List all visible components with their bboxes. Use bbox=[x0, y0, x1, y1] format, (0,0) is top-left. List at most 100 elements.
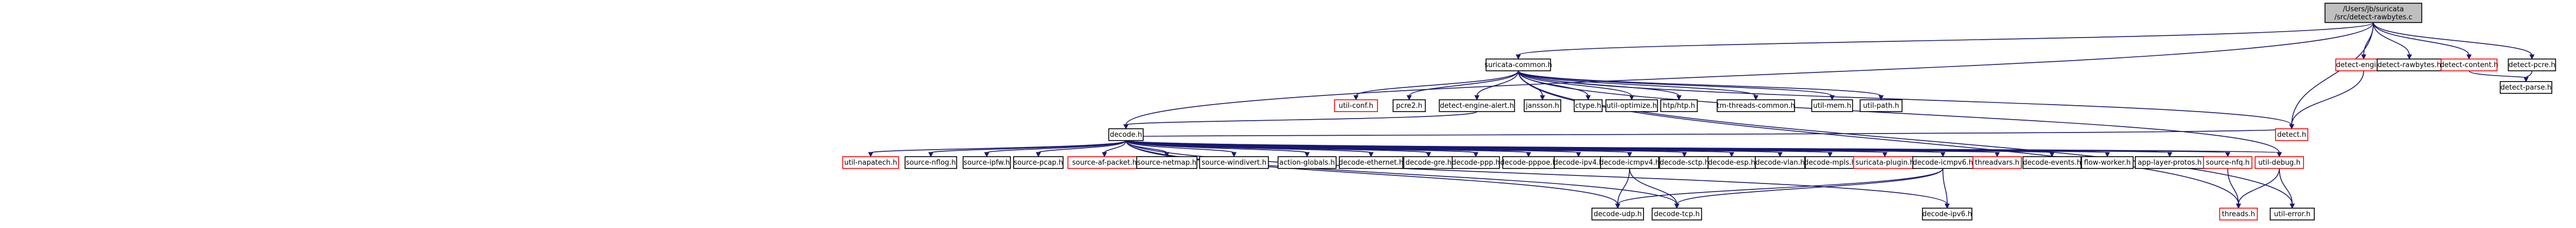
node-label: decode-esp.h bbox=[1708, 159, 1755, 167]
node-decode-ipv6[interactable]: decode-ipv6.h bbox=[1922, 208, 1972, 220]
node-decode[interactable]: decode.h bbox=[1108, 128, 1144, 141]
node-decode-vlan[interactable]: decode-vlan.h bbox=[1755, 156, 1805, 169]
node-box bbox=[1591, 208, 1644, 220]
arrowhead bbox=[1368, 152, 1374, 158]
node-root[interactable]: /Users/jb/suricata /src/detect-rawbytes.… bbox=[2324, 3, 2422, 23]
node-util-error[interactable]: util-error.h bbox=[2270, 208, 2315, 220]
arrowhead bbox=[2361, 54, 2366, 60]
node-source-nfq[interactable]: source-nfq.h bbox=[2203, 156, 2252, 169]
node-util-optimize[interactable]: util-optimize.h bbox=[1605, 99, 1658, 112]
edge-decode-to-util_debug bbox=[1125, 140, 2280, 153]
arrowhead bbox=[1304, 152, 1310, 158]
node-box bbox=[963, 156, 1011, 169]
node-label: util-napatech.h bbox=[844, 159, 898, 167]
node-label: decode-sctp.h bbox=[1660, 159, 1709, 167]
node-label: threadvars.h bbox=[1975, 159, 2020, 167]
arrowhead bbox=[2523, 77, 2529, 83]
edge-root-to-detect_content bbox=[2373, 22, 2470, 56]
node-box bbox=[2270, 208, 2315, 220]
node-box bbox=[1486, 58, 1551, 71]
edge-util_debug-to-threads bbox=[2238, 168, 2280, 205]
node-box bbox=[2500, 81, 2552, 94]
node-app-layer-protos[interactable]: app-layer-protos.h bbox=[2135, 156, 2205, 169]
node-box bbox=[1393, 99, 1426, 112]
edge-decode_icmpv6-to-decode_ipv6 bbox=[1942, 168, 1948, 205]
node-box bbox=[1755, 156, 1805, 169]
node-suricata-plugin[interactable]: suricata-plugin.h bbox=[1853, 156, 1917, 169]
node-detect[interactable]: detect.h bbox=[2275, 128, 2308, 141]
node-box bbox=[1452, 156, 1500, 169]
arrowhead bbox=[2289, 124, 2294, 130]
node-box bbox=[1574, 99, 1603, 112]
edge-decode-to-decode_ipv6 bbox=[1125, 140, 1948, 205]
node-box bbox=[1524, 99, 1561, 112]
node-decode-icmpv4[interactable]: decode-icmpv4.h bbox=[1599, 156, 1660, 169]
node-label: decode-pppoe.h bbox=[1500, 159, 1556, 167]
arrowhead bbox=[1829, 95, 1835, 101]
arrowhead bbox=[1940, 152, 1946, 158]
arrowhead bbox=[2049, 152, 2055, 158]
node-htp[interactable]: htp/htp.h bbox=[1660, 99, 1698, 112]
node-decode-sctp[interactable]: decode-sctp.h bbox=[1659, 156, 1710, 169]
arrowhead bbox=[1102, 152, 1107, 158]
edge-decode-to-source_ipfw bbox=[986, 140, 1126, 153]
node-box bbox=[1860, 99, 1903, 112]
node-box bbox=[2203, 156, 2252, 169]
node-detect-content[interactable]: detect-content.h bbox=[2440, 58, 2498, 71]
arrowhead bbox=[1676, 95, 1682, 101]
node-box bbox=[2081, 156, 2134, 169]
node-decode-gre[interactable]: decode-gre.h bbox=[1403, 156, 1454, 169]
node-decode-icmpv6[interactable]: decode-icmpv6.h bbox=[1912, 156, 1974, 169]
node-util-path[interactable]: util-path.h bbox=[1860, 99, 1903, 112]
node-source-ipfw[interactable]: source-ipfw.h bbox=[963, 156, 1011, 169]
arrowhead bbox=[2407, 54, 2412, 60]
node-util-mem[interactable]: util-mem.h bbox=[1811, 99, 1853, 112]
node-threadvars[interactable]: threadvars.h bbox=[1972, 156, 2022, 169]
edge-decode-to-source_windivert bbox=[1125, 140, 1235, 153]
node-decode-events[interactable]: decode-events.h bbox=[2022, 156, 2082, 169]
node-source-af-packet[interactable]: source-af-packet.h bbox=[1067, 156, 1142, 169]
node-box bbox=[2275, 128, 2308, 141]
node-tm-threads-common[interactable]: tm-threads-common.h bbox=[1717, 99, 1795, 112]
node-decode-mpls[interactable]: decode-mpls.h bbox=[1804, 156, 1856, 169]
node-decode-ethernet[interactable]: decode-ethernet.h bbox=[1339, 156, 1403, 169]
node-util-debug[interactable]: util-debug.h bbox=[2255, 156, 2304, 169]
node-pcre2[interactable]: pcre2.h bbox=[1393, 99, 1426, 112]
node-decode-esp[interactable]: decode-esp.h bbox=[1707, 156, 1756, 169]
node-jansson[interactable]: jansson.h bbox=[1524, 99, 1561, 112]
node-detect-engine-alert[interactable]: detect-engine-alert.h bbox=[1439, 99, 1515, 112]
edge-detect_engine-to-detect bbox=[2291, 70, 2364, 126]
node-label: suricata-common.h bbox=[1484, 61, 1552, 69]
node-label: source-netmap.h bbox=[1137, 159, 1196, 167]
edge-detect-to-decode bbox=[1125, 128, 2292, 137]
node-decode-ppp[interactable]: decode-ppp.h bbox=[1452, 156, 1500, 169]
node-source-windivert[interactable]: source-windivert.h bbox=[1199, 156, 1269, 169]
node-suricata-common[interactable]: suricata-common.h bbox=[1484, 58, 1552, 71]
node-util-conf[interactable]: util-conf.h bbox=[1334, 99, 1378, 112]
node-threads[interactable]: threads.h bbox=[2219, 208, 2258, 220]
arrowhead bbox=[1777, 152, 1783, 158]
edge-suricata_common-to-util_debug bbox=[1518, 70, 2280, 153]
node-source-netmap[interactable]: source-netmap.h bbox=[1136, 156, 1197, 169]
node-source-nflog[interactable]: source-nflog.h bbox=[905, 156, 957, 169]
node-source-pcap[interactable]: source-pcap.h bbox=[1013, 156, 1064, 169]
arrowhead bbox=[1231, 152, 1237, 158]
root-label-line2: /src/detect-rawbytes.c bbox=[2334, 13, 2412, 21]
node-decode-ipv4[interactable]: decode-ipv4.h bbox=[1554, 156, 1604, 169]
node-box bbox=[905, 156, 957, 169]
node-label: util-debug.h bbox=[2258, 159, 2301, 167]
edge-suricata_common-to-util_error bbox=[1518, 70, 2293, 205]
node-action-globals[interactable]: action-globals.h bbox=[1278, 156, 1337, 169]
node-label: detect-pcre.h bbox=[2508, 61, 2555, 69]
arrowhead bbox=[2167, 152, 2172, 158]
node-decode-tcp[interactable]: decode-tcp.h bbox=[1652, 208, 1702, 220]
node-ctype[interactable]: ctype.h bbox=[1574, 99, 1603, 112]
node-util-napatech[interactable]: util-napatech.h bbox=[842, 156, 899, 169]
node-detect-rawbytes[interactable]: detect-rawbytes.h bbox=[2377, 58, 2442, 71]
node-decode-pppoe[interactable]: decode-pppoe.h bbox=[1500, 156, 1557, 169]
node-flow-worker[interactable]: flow-worker.h bbox=[2081, 156, 2134, 169]
edge-suricata_common-to-threads bbox=[1518, 70, 2239, 205]
node-detect-pcre[interactable]: detect-pcre.h bbox=[2508, 58, 2556, 71]
node-decode-udp[interactable]: decode-udp.h bbox=[1591, 208, 1644, 220]
node-detect-parse[interactable]: detect-parse.h bbox=[2500, 81, 2552, 94]
